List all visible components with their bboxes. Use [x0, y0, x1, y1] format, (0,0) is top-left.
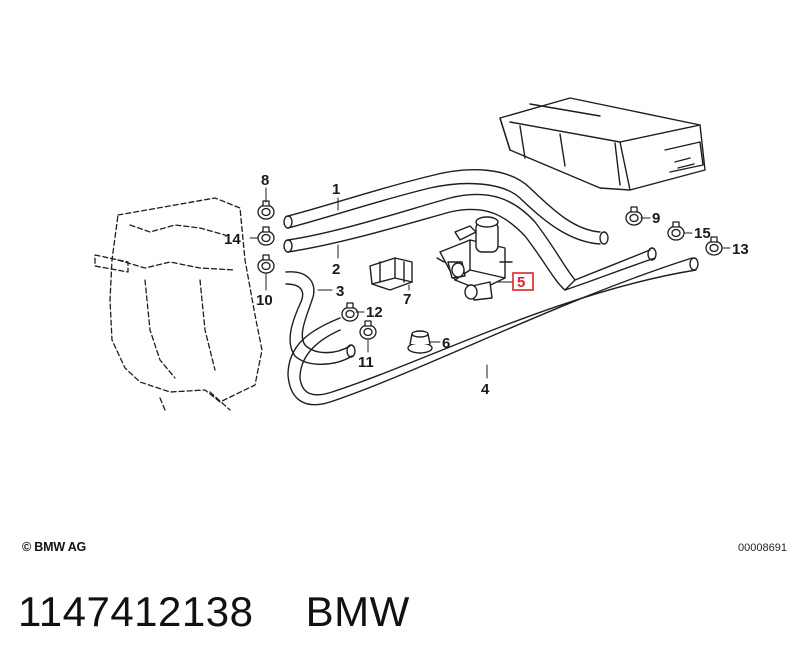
callout-4[interactable]: 4 — [481, 381, 490, 398]
callout-6[interactable]: 6 — [442, 335, 450, 352]
callout-14[interactable]: 14 — [224, 231, 241, 248]
heater-valve-drawing — [436, 216, 513, 301]
hose-4-drawing — [287, 257, 699, 406]
connector-7-drawing — [369, 257, 413, 291]
callout-3[interactable]: 3 — [336, 283, 344, 300]
callout-10[interactable]: 10 — [256, 292, 273, 309]
callout-5-highlight-box — [512, 272, 534, 291]
hose-clamps-drawing — [257, 200, 723, 340]
leader-lines — [249, 187, 731, 379]
callout-15[interactable]: 15 — [694, 225, 711, 242]
hose-3-drawing — [285, 271, 356, 365]
hose-2-drawing — [283, 193, 657, 291]
engine-block-drawing — [94, 197, 263, 411]
callout-8[interactable]: 8 — [261, 172, 269, 189]
callout-2[interactable]: 2 — [332, 261, 340, 278]
heater-core-drawing — [499, 97, 706, 191]
part-number: 1147412138 — [18, 588, 254, 635]
callout-9[interactable]: 9 — [652, 210, 660, 227]
part-caption: 1147412138 BMW — [18, 588, 410, 636]
callout-7[interactable]: 7 — [403, 291, 411, 308]
hose-1-drawing — [283, 168, 609, 245]
callout-5[interactable]: 5 — [517, 274, 525, 291]
brand-name: BMW — [305, 588, 410, 635]
callout-12[interactable]: 12 — [366, 304, 383, 321]
callout-13[interactable]: 13 — [732, 241, 749, 258]
parts-diagram: 1 2 3 4 5 6 7 8 9 10 11 12 13 14 15 — [94, 97, 749, 411]
copyright-notice: © BMW AG — [22, 540, 87, 554]
drawing-number: 00008691 — [738, 542, 787, 554]
callout-1[interactable]: 1 — [332, 181, 340, 198]
grommet-6-drawing — [407, 330, 433, 354]
callout-11[interactable]: 11 — [358, 354, 374, 371]
